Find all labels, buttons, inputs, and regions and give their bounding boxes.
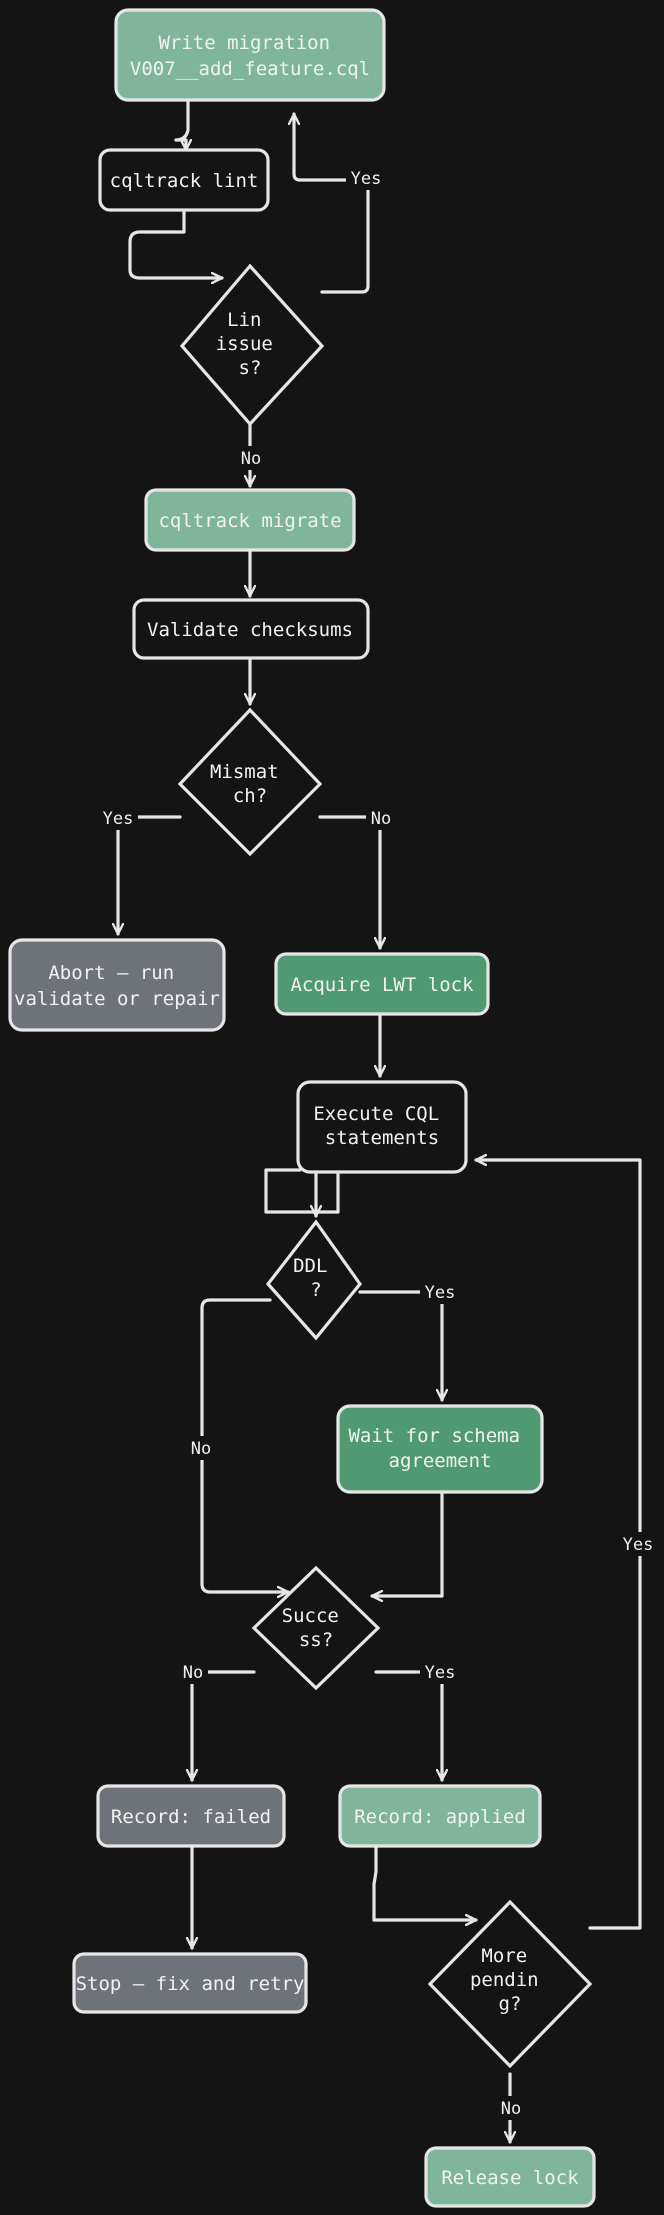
svg-text:Execute CQL statements: Execute CQL statements — [313, 1103, 450, 1149]
node-write-migration-line-2: V007__add_feature.cql — [130, 58, 370, 80]
label-ddl-no: No — [191, 1439, 211, 1459]
node-abort-line-1: Abort — run — [48, 962, 174, 984]
node-acquire-lwt-lock[interactable]: Acquire LWT lock — [274, 952, 490, 1016]
edge-write-to-lint — [174, 100, 188, 152]
label-mismatch-no: No — [371, 809, 391, 829]
edge-labels: Yes No Yes No Yes No No Yes Yes No — [98, 166, 658, 2120]
node-abort[interactable]: Abort — run validate or repair — [8, 938, 226, 1032]
node-acquire-lwt-lock-label: Acquire LWT lock — [290, 974, 474, 996]
node-more-pending-line-1: More — [481, 1945, 527, 1967]
node-write-migration[interactable]: Write migration V007__add_feature.cql — [114, 8, 386, 102]
node-more-pending-line-3: g? — [499, 1993, 522, 2015]
node-record-failed[interactable]: Record: failed — [96, 1784, 286, 1848]
node-ddl[interactable]: DDL ? — [265, 1219, 363, 1341]
edge-applied-to-pending — [372, 1846, 478, 1920]
label-success-yes: Yes — [425, 1663, 456, 1683]
label-pending-yes: Yes — [623, 1535, 654, 1555]
node-write-migration-line-1: Write migration — [158, 32, 330, 54]
node-ddl-line-2: ? — [310, 1279, 321, 1301]
node-release-lock[interactable]: Release lock — [424, 2146, 596, 2208]
node-stop[interactable]: Stop — fix and retry — [72, 1952, 308, 2014]
node-lint-issues-line-3: s? — [239, 357, 262, 379]
edge-wait-to-success — [370, 1490, 444, 1596]
edge-success-no-failed — [192, 1670, 256, 1782]
node-stop-label: Stop — fix and retry — [76, 1973, 305, 1995]
node-cqltrack-migrate-label: cqltrack migrate — [158, 510, 341, 532]
node-lint-issues[interactable]: Lin issue s? — [179, 263, 325, 427]
node-validate-checksums-label: Validate checksums — [147, 619, 353, 641]
node-execute-cql[interactable]: Execute CQL statements — [296, 1080, 468, 1174]
node-execute-cql-line-1: Execute CQL — [313, 1103, 439, 1125]
node-mismatch[interactable]: Mismat ch? — [177, 707, 323, 857]
edge-success-yes-applied — [374, 1670, 442, 1782]
node-cqltrack-migrate[interactable]: cqltrack migrate — [144, 488, 356, 552]
edge-mismatch-yes-abort — [118, 815, 182, 936]
label-pending-no: No — [501, 2099, 521, 2119]
edge-lint-to-issues — [128, 208, 224, 278]
node-record-applied-label: Record: applied — [354, 1806, 526, 1828]
label-ddl-yes: Yes — [425, 1283, 456, 1303]
node-cqltrack-lint[interactable]: cqltrack lint — [98, 148, 270, 212]
svg-text:Lin issue s?: Lin issue s? — [216, 309, 285, 379]
node-record-failed-label: Record: failed — [111, 1806, 271, 1828]
edge-ddl-yes-wait — [358, 1290, 442, 1402]
node-mismatch-line-1: Mismat — [210, 761, 279, 783]
node-wait-schema-line-2: agreement — [389, 1450, 492, 1472]
edge-mismatch-no-lock — [318, 815, 380, 950]
node-lint-issues-line-2: issue — [216, 333, 273, 355]
svg-text:Write migration V007__ad: Write migration V007__add_feature.cql — [130, 32, 370, 80]
node-mismatch-line-2: ch? — [233, 785, 267, 807]
svg-text:Succe ss?: Succe ss? — [282, 1605, 351, 1651]
svg-text:Abort — run validate or: Abort — run validate or repair — [14, 962, 220, 1010]
node-release-lock-label: Release lock — [441, 2167, 579, 2189]
node-success-line-2: ss? — [299, 1629, 333, 1651]
label-lint-yes: Yes — [351, 169, 382, 189]
edge-execute-to-ddl — [264, 1168, 340, 1218]
svg-text:Wait for schema agreemen: Wait for schema agreement — [348, 1425, 531, 1472]
svg-text:DDL ?: DDL ? — [293, 1255, 339, 1301]
node-validate-checksums[interactable]: Validate checksums — [132, 598, 370, 660]
svg-text:Mismat ch?: Mismat ch? — [210, 761, 290, 807]
node-wait-schema-agreement[interactable]: Wait for schema agreement — [336, 1404, 544, 1494]
svg-text:More pendin g?: More pendin g? — [470, 1945, 550, 2015]
label-success-no: No — [183, 1663, 203, 1683]
node-record-applied[interactable]: Record: applied — [338, 1784, 542, 1848]
node-abort-line-2: validate or repair — [14, 988, 220, 1010]
label-lint-no: No — [241, 449, 261, 469]
node-execute-cql-line-2: statements — [325, 1127, 439, 1149]
node-success-line-1: Succe — [282, 1605, 339, 1627]
edge-issues-yes-back — [294, 112, 370, 294]
node-more-pending[interactable]: More pendin g? — [427, 1899, 593, 2069]
node-more-pending-line-2: pendin — [470, 1969, 539, 1991]
node-wait-schema-line-1: Wait for schema — [348, 1425, 520, 1447]
node-cqltrack-lint-label: cqltrack lint — [110, 170, 259, 192]
label-mismatch-yes: Yes — [103, 809, 134, 829]
node-lint-issues-line-1: Lin — [227, 309, 261, 331]
node-success[interactable]: Succe ss? — [251, 1565, 381, 1691]
node-ddl-line-1: DDL — [293, 1255, 327, 1277]
